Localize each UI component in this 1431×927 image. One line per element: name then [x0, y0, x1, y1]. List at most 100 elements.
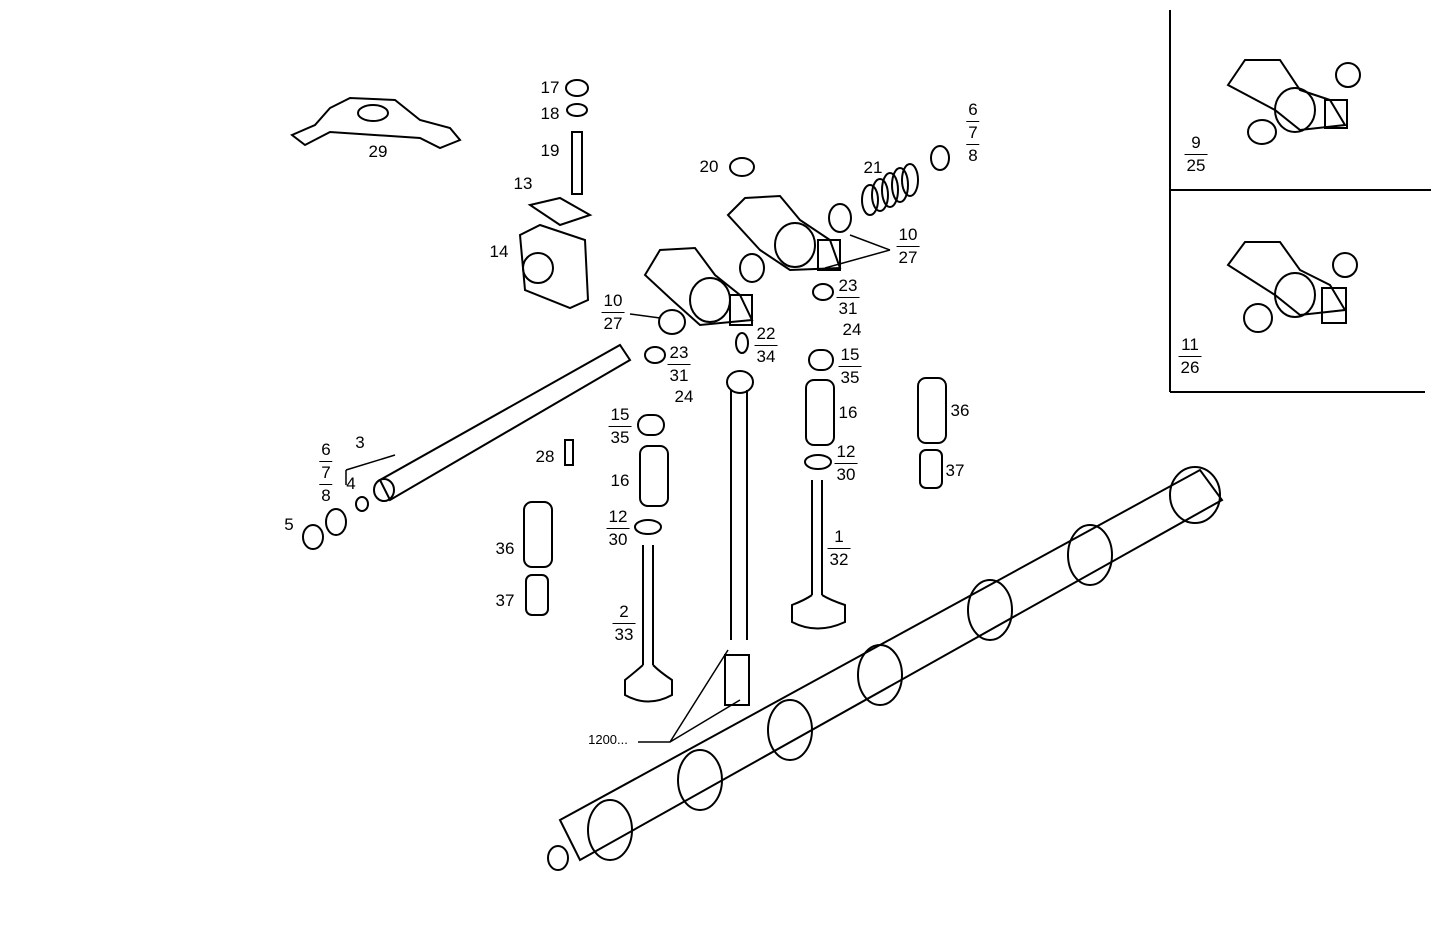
callout-4: 4: [346, 474, 356, 493]
fraction-part: 6: [968, 100, 978, 119]
spring-valve-1: [804, 349, 835, 470]
callout-24-right: 24: [842, 320, 862, 339]
fraction-part: 22: [756, 324, 776, 343]
nut-17: [565, 79, 589, 97]
fraction-part: 26: [1178, 356, 1202, 377]
fraction-part: 15: [840, 345, 860, 364]
camshaft: [547, 466, 1224, 871]
fraction-part: 15: [610, 405, 630, 424]
washer-18: [566, 103, 588, 117]
spring-37-right: [919, 449, 943, 489]
plate-13: [527, 196, 593, 227]
callout-14: 14: [489, 242, 509, 261]
fraction-part: 34: [754, 345, 778, 366]
callout-24-left: 24: [674, 387, 694, 406]
fraction-part: 25: [1184, 154, 1208, 175]
fraction-part: 11: [1181, 335, 1199, 354]
support-14: [518, 223, 590, 310]
screw-28: [564, 439, 574, 466]
washer-6: [930, 145, 950, 171]
fraction-part: 12: [608, 507, 628, 526]
fraction-part: 9: [1191, 133, 1201, 152]
callout-1200: 1200...: [588, 732, 628, 747]
inset-frame: [1169, 10, 1431, 393]
callout-18: 18: [540, 104, 560, 123]
rocker-arm-lower: [643, 246, 754, 335]
spring-36-right: [917, 377, 947, 444]
callout-16-left: 16: [610, 471, 630, 490]
callout-21: 21: [863, 158, 883, 177]
callout-17: 17: [540, 78, 560, 97]
valve-1: [791, 480, 846, 630]
spring-21: [861, 163, 919, 216]
callout-16-right: 16: [838, 403, 858, 422]
inset-rocker-arm-9: [1226, 59, 1361, 145]
callout-20: 20: [699, 157, 719, 176]
circlip-5: [302, 524, 324, 550]
inset-rocker-arm-11: [1226, 241, 1358, 333]
callout-29: 29: [368, 142, 388, 161]
fraction-part: 35: [608, 426, 632, 447]
callout-28: 28: [535, 447, 555, 466]
fraction-part: 33: [612, 623, 636, 644]
fraction-part: 7: [966, 121, 980, 142]
fraction-part: 27: [601, 312, 625, 333]
callout-37-right: 37: [945, 461, 965, 480]
callout-5: 5: [284, 515, 294, 534]
bush-10: [828, 203, 852, 233]
spring-36-left: [523, 501, 553, 568]
spring-37-left: [525, 574, 549, 616]
fraction-part: 10: [898, 225, 918, 244]
spring-valve-2: [634, 414, 669, 535]
pushrod: [724, 370, 754, 706]
washer-left: [325, 508, 347, 536]
fraction-part: 35: [838, 366, 862, 387]
callout-36-left: 36: [495, 539, 515, 558]
bracket-29: [290, 96, 462, 150]
fraction-part: 10: [603, 291, 623, 310]
callout-36-right: 36: [950, 401, 970, 420]
fraction-part: 2: [619, 602, 629, 621]
fraction-part: 31: [667, 364, 691, 385]
leader-lines: [345, 234, 891, 743]
callout-19: 19: [540, 141, 560, 160]
fraction-part: 30: [606, 528, 630, 549]
rocker-shaft: [373, 343, 632, 502]
callout-13: 13: [513, 174, 533, 193]
fraction-part: 12: [836, 442, 856, 461]
fraction-part: 31: [836, 297, 860, 318]
stud-19: [571, 131, 583, 195]
fraction-part: 7: [319, 461, 333, 482]
fraction-part: 23: [838, 276, 858, 295]
fraction-part: 8: [966, 144, 980, 165]
plug-4: [355, 496, 369, 512]
rocker-arm-upper: [726, 194, 842, 283]
fraction-part: 27: [896, 246, 920, 267]
callout-37-left: 37: [495, 591, 515, 610]
fraction-part: 23: [669, 343, 689, 362]
fraction-part: 1: [834, 527, 844, 546]
fraction-part: 32: [827, 548, 851, 569]
nut-20: [729, 157, 755, 177]
fraction-part: 30: [834, 463, 858, 484]
valve-2: [624, 545, 673, 703]
callout-3: 3: [355, 433, 365, 452]
fraction-part: 6: [321, 440, 331, 459]
